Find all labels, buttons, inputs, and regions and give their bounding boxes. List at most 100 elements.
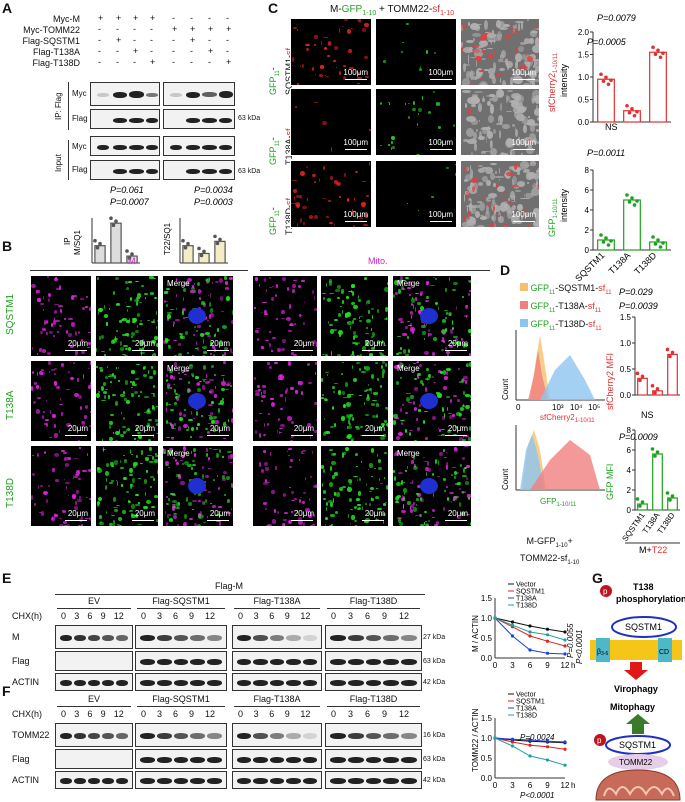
signal-speck xyxy=(515,129,519,138)
signal-speck xyxy=(489,104,494,114)
signal-speck xyxy=(60,363,64,368)
signal-speck xyxy=(129,449,132,454)
micrograph: 20μm xyxy=(30,360,92,442)
signal-speck xyxy=(181,336,185,340)
data-point xyxy=(510,620,515,624)
signal-speck xyxy=(288,466,293,469)
panel-letter-b: B xyxy=(2,238,13,254)
signal-speck xyxy=(43,491,48,496)
svg-text:TOMM22: TOMM22 xyxy=(619,758,653,767)
signal-speck xyxy=(486,94,494,98)
signal-speck xyxy=(506,165,509,172)
signal-speck xyxy=(226,384,231,387)
signal-speck xyxy=(417,209,420,211)
signal-speck xyxy=(168,284,173,286)
signal-speck xyxy=(113,509,119,512)
legend-label: Vector xyxy=(516,692,537,699)
signal-speck xyxy=(187,426,189,430)
signal-speck xyxy=(367,383,369,386)
signal-speck xyxy=(79,447,82,449)
signal-speck xyxy=(134,493,139,497)
flow-footer: M-GFP1-10+ TOMM22-sf1-10 xyxy=(520,536,580,566)
signal-speck xyxy=(393,365,399,369)
signal-speck xyxy=(277,375,282,380)
signal-speck xyxy=(45,332,49,336)
signal-speck xyxy=(486,201,490,208)
data-point xyxy=(668,498,672,502)
treatment-label: Myc-TOMM22 xyxy=(23,25,80,35)
signal-speck xyxy=(229,348,232,354)
signal-speck xyxy=(90,362,91,365)
signal-speck xyxy=(322,483,324,488)
signal-speck xyxy=(130,332,136,336)
signal-speck xyxy=(336,492,341,497)
signal-speck xyxy=(432,492,435,498)
signal-speck xyxy=(227,419,230,423)
signal-speck xyxy=(420,305,424,311)
signal-speck xyxy=(494,51,496,56)
signal-speck xyxy=(371,347,376,351)
signal-speck xyxy=(353,318,356,320)
p-value: P=0.0079 xyxy=(597,13,636,23)
signal-speck xyxy=(43,410,45,413)
signal-speck xyxy=(219,340,223,345)
signal-speck xyxy=(136,363,140,366)
signal-speck xyxy=(463,391,465,396)
data-point xyxy=(661,241,665,245)
bar xyxy=(126,255,138,264)
blot-band xyxy=(269,680,285,686)
signal-speck xyxy=(470,402,471,408)
signal-speck xyxy=(271,336,276,339)
row-label: SQSTM1 xyxy=(5,293,16,335)
signal-speck xyxy=(372,332,376,337)
signal-speck xyxy=(410,310,414,315)
timepoint-label: 12 xyxy=(300,709,311,719)
signal-speck xyxy=(105,511,107,515)
signal-speck xyxy=(299,315,304,317)
signal-speck xyxy=(194,283,196,286)
category-label: T138D xyxy=(632,250,659,277)
signal-speck xyxy=(431,416,437,421)
signal-speck xyxy=(416,492,421,497)
signal-speck xyxy=(100,334,104,340)
signal-speck xyxy=(123,455,126,457)
signal-speck xyxy=(45,399,48,402)
blot-band xyxy=(269,778,285,784)
blot-band xyxy=(207,680,222,686)
blot-band xyxy=(383,757,400,763)
signal-speck xyxy=(143,479,147,484)
signal-speck xyxy=(312,173,316,178)
data-point xyxy=(215,241,220,246)
signal-speck xyxy=(148,438,151,441)
signal-speck xyxy=(202,345,207,350)
signal-speck xyxy=(67,494,69,496)
signal-speck xyxy=(466,211,472,216)
signal-speck xyxy=(123,355,128,356)
signal-speck xyxy=(367,394,370,399)
signal-speck xyxy=(357,491,362,496)
signal-speck xyxy=(118,366,120,370)
signal-speck xyxy=(46,352,51,356)
signal-speck xyxy=(412,480,414,484)
data-point xyxy=(658,55,663,60)
signal-speck xyxy=(325,506,328,512)
signal-speck xyxy=(155,422,158,427)
signal-speck xyxy=(61,411,63,417)
signal-speck xyxy=(173,321,176,326)
merge-label: Merge xyxy=(397,279,420,288)
scale-label: 20μm xyxy=(209,424,230,433)
signal-speck xyxy=(445,167,450,169)
signal-speck xyxy=(486,133,488,143)
signal-speck xyxy=(213,428,216,433)
signal-speck xyxy=(472,46,480,49)
blot-ip-myc-left xyxy=(90,82,160,106)
svg-text:sfCherry21-10/11: sfCherry21-10/11 xyxy=(540,413,595,424)
tick-label: 0.0 xyxy=(620,391,632,400)
signal-speck xyxy=(441,428,445,431)
signal-speck xyxy=(512,29,520,34)
signal-speck xyxy=(125,429,128,432)
signal-speck xyxy=(456,398,460,403)
blot-strip xyxy=(135,723,227,747)
signal-speck xyxy=(388,103,390,105)
signal-speck xyxy=(479,78,483,81)
